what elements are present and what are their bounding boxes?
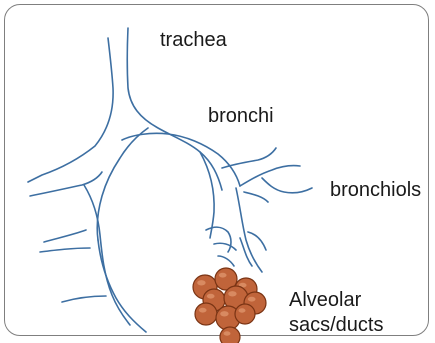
alveolus-highlight <box>248 297 256 302</box>
alveolus-highlight <box>197 280 205 285</box>
alveolus-highlight <box>239 308 246 312</box>
alveolus <box>195 303 217 325</box>
lower-bronchiole-2 <box>214 243 236 250</box>
right-branch-lower <box>240 166 300 186</box>
trachea-wall-left <box>28 38 113 182</box>
airway-tree <box>28 28 312 332</box>
left-side-twig-2 <box>40 248 90 252</box>
lower-bronchiole-1 <box>206 227 231 252</box>
bronchiol-loop-1 <box>262 178 312 193</box>
alveolar-cluster <box>193 268 266 343</box>
left-side-twig-3 <box>62 296 106 302</box>
alveolus <box>235 304 255 324</box>
left-side-twig-1 <box>44 230 86 242</box>
left-lower-branch <box>84 185 130 325</box>
lower-bronchiole-3 <box>218 256 234 266</box>
right-branch-upper <box>222 148 276 168</box>
bronchi-central-wall <box>122 133 240 186</box>
alveolus-highlight <box>207 294 215 299</box>
alveolus <box>220 327 240 343</box>
bronchi-label: bronchi <box>208 104 274 128</box>
alveolus-highlight <box>199 308 207 313</box>
bronchiols-label: bronchiols <box>330 178 421 202</box>
alveolar-label-line1: Alveolar <box>289 288 361 312</box>
alveolus-highlight <box>219 273 227 278</box>
alveolar-label-line2: sacs/ducts <box>289 313 383 337</box>
alveolus-highlight <box>224 331 231 335</box>
alveolus-highlight <box>228 291 236 296</box>
alveolus-highlight <box>220 311 228 316</box>
left-bronchus-lower-wall <box>97 128 148 240</box>
lower-bronchiole-5 <box>248 232 266 250</box>
bronchiol-loop-2 <box>244 192 268 202</box>
trachea-label: trachea <box>160 28 227 52</box>
left-lower-branch-inner <box>98 240 146 332</box>
